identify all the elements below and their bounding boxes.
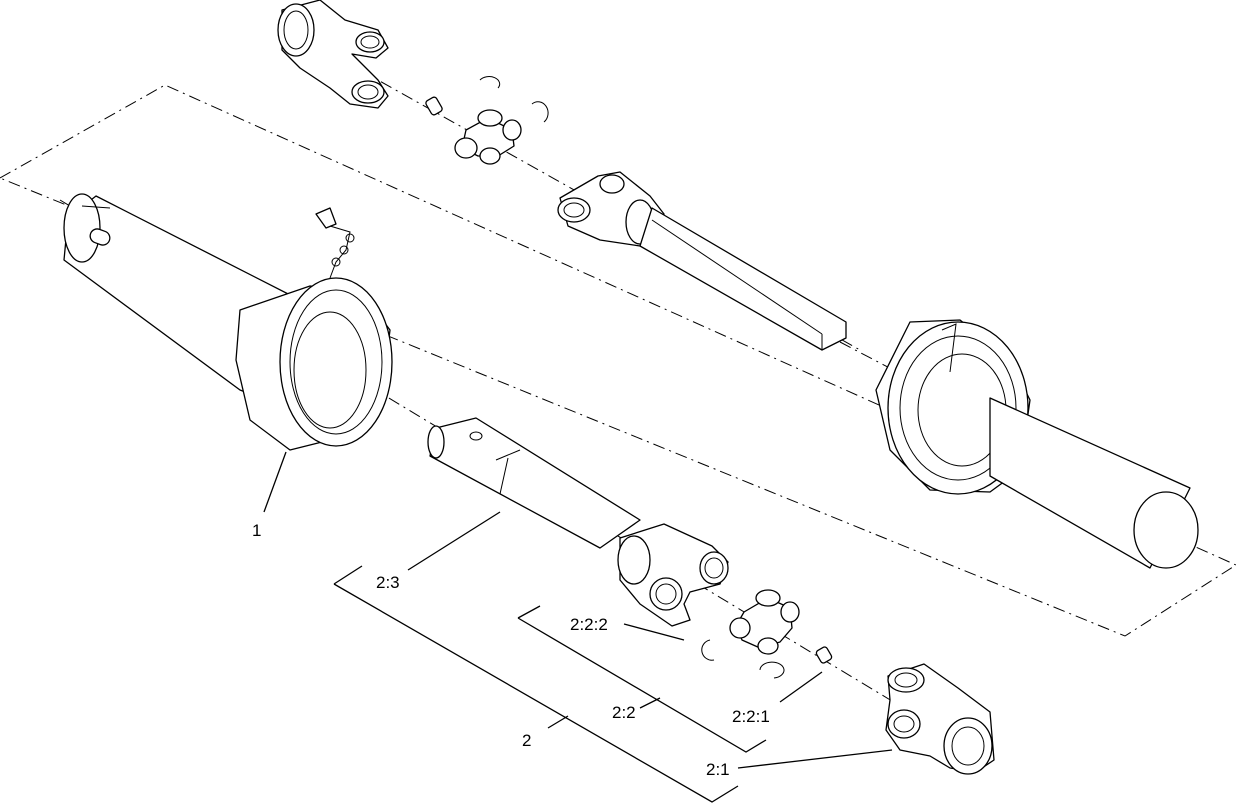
callout-2-1: 2:1 — [706, 760, 730, 779]
callout-2-2: 2:2 — [612, 703, 636, 722]
bracket-2 — [333, 565, 739, 803]
upper-cross-journal — [454, 109, 522, 165]
leader-1 — [263, 451, 287, 513]
lower-cross-journal — [729, 589, 800, 655]
guard-envelope-dashed — [0, 84, 1236, 637]
inner-profile-tube — [639, 207, 847, 351]
upper-circlip-1 — [479, 76, 501, 89]
callout-2-2-1: 2:2:1 — [732, 707, 770, 726]
guard-chain — [315, 207, 355, 279]
callout-2-2-2: 2:2:2 — [570, 615, 608, 634]
leader-2-2-2 — [623, 623, 685, 641]
leader-2-3 — [407, 511, 501, 571]
outer-guard-tube — [989, 397, 1199, 569]
leader-2-2 — [639, 697, 661, 709]
upper-yoke — [277, 0, 389, 109]
bracket-2-2 — [517, 605, 767, 753]
callout-1: 1 — [252, 521, 261, 540]
lower-circlip-1 — [701, 639, 715, 661]
lower-circlip-2 — [759, 661, 785, 679]
callout-2: 2 — [522, 731, 531, 750]
outer-profile-tube — [427, 417, 641, 549]
leader-2 — [547, 715, 569, 729]
end-yoke — [885, 663, 995, 775]
callout-2-3: 2:3 — [376, 573, 400, 592]
upper-grease-nipple — [425, 96, 443, 116]
guard-cone — [235, 277, 393, 451]
lower-yoke — [617, 523, 729, 627]
leader-2-2-1 — [779, 671, 823, 703]
upper-circlip-2 — [531, 101, 549, 123]
leader-2-1 — [737, 749, 893, 769]
lower-grease-nipple — [815, 646, 833, 664]
